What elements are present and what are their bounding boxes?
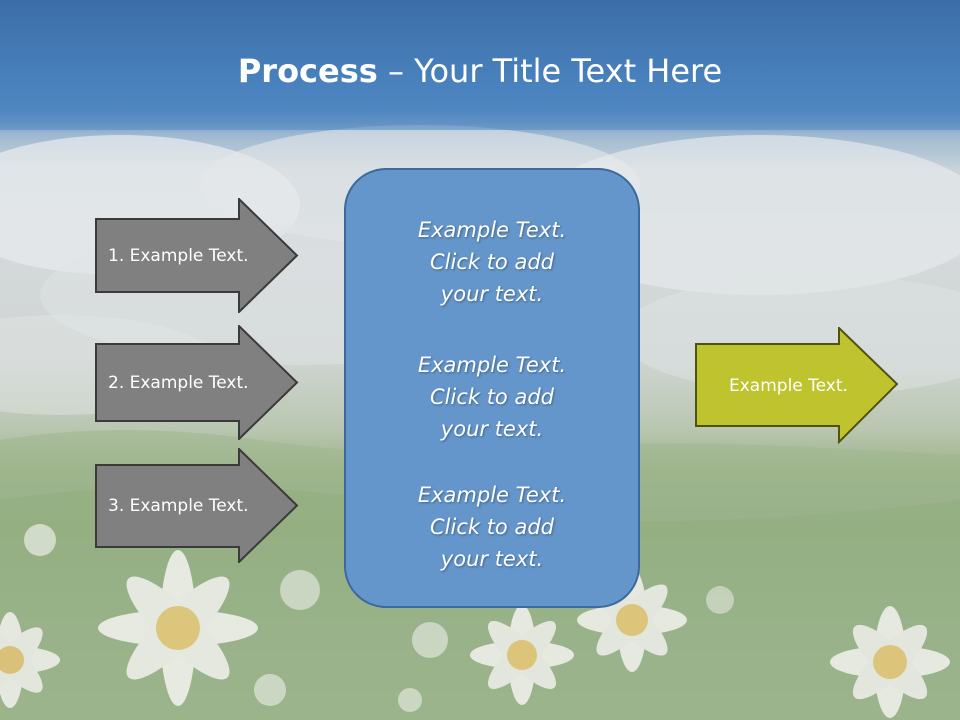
process-step-arrow-1[interactable]: 1. Example Text.: [95, 198, 299, 313]
process-step-arrow-3[interactable]: 3. Example Text.: [95, 448, 299, 563]
title-bar: [0, 0, 960, 130]
arrow-shape: [95, 325, 299, 440]
slide-title-rest: – Your Title Text Here: [377, 52, 723, 90]
arrow-shape: [95, 198, 299, 313]
slide-title-bold: Process: [237, 52, 378, 90]
center-text-2[interactable]: Example Text. Click to add your text.: [417, 353, 567, 441]
center-text-1[interactable]: Example Text. Click to add your text.: [417, 218, 567, 306]
arrow-shape: [95, 448, 299, 563]
arrow-shape: [695, 327, 899, 444]
process-step-arrow-2[interactable]: 2. Example Text.: [95, 325, 299, 440]
result-arrow-label: Example Text.: [729, 375, 848, 396]
process-step-label-3: 3. Example Text.: [108, 495, 249, 516]
slide-title[interactable]: Process – Your Title Text Here: [0, 52, 960, 90]
center-process-box[interactable]: Example Text. Click to add your text. Ex…: [344, 168, 640, 608]
process-step-label-1: 1. Example Text.: [108, 245, 249, 266]
process-step-label-2: 2. Example Text.: [108, 372, 249, 393]
result-arrow[interactable]: Example Text.: [695, 327, 899, 444]
center-text-3[interactable]: Example Text. Click to add your text.: [417, 483, 567, 571]
